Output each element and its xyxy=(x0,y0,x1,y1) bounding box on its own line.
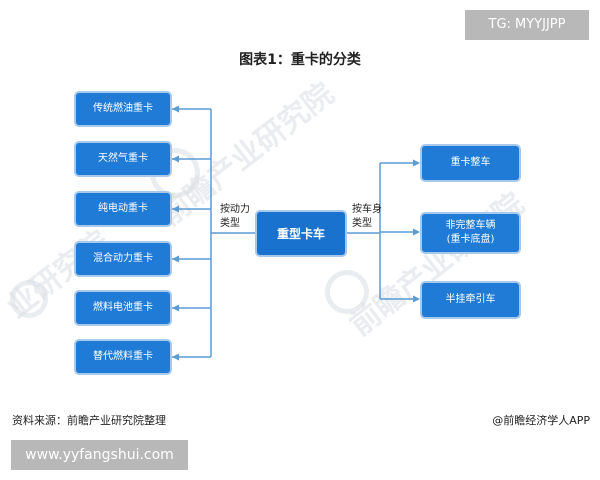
arrowhead-icon xyxy=(413,159,420,167)
arrowhead-icon xyxy=(172,205,179,213)
node-incomplete-vehicle: 非完整车辆 (重卡底盘) xyxy=(420,212,521,254)
watermark-logo-icon xyxy=(10,280,48,318)
node-electric-truck: 纯电动重卡 xyxy=(74,191,172,227)
source-note: 资料来源：前瞻产业研究院整理 xyxy=(12,414,166,427)
credit-note: @前瞻经济学人APP xyxy=(492,414,590,427)
arrowhead-icon xyxy=(172,105,179,113)
right-edge-label-line1: 按车身 xyxy=(352,204,382,215)
node-natural-gas-truck: 天然气重卡 xyxy=(74,141,172,177)
diagram-title: 图表1：重卡的分类 xyxy=(239,52,361,68)
left-edge-label: 按动力 类型 xyxy=(220,203,250,231)
left-edge-label-line2: 类型 xyxy=(220,218,240,229)
left-edge-label-line1: 按动力 xyxy=(220,204,250,215)
node-fuel-truck: 传统燃油重卡 xyxy=(74,91,172,127)
bottom-badge: www.yyfangshui.com xyxy=(11,440,188,470)
arrowhead-icon xyxy=(172,155,179,163)
arrowhead-icon xyxy=(413,295,420,303)
node-incomplete-vehicle-label: 非完整车辆 xyxy=(445,220,496,231)
right-edge-label-line2: 类型 xyxy=(352,218,372,229)
node-complete-truck: 重卡整车 xyxy=(420,144,521,182)
node-complete-truck-label: 重卡整车 xyxy=(450,157,491,168)
node-incomplete-vehicle-sublabel: (重卡底盘) xyxy=(446,234,495,245)
right-edge-label: 按车身 类型 xyxy=(352,203,382,231)
top-badge: TG: MYYJJPP xyxy=(465,10,589,40)
node-hybrid-truck: 混合动力重卡 xyxy=(74,241,172,277)
watermark-logo-icon xyxy=(325,270,369,314)
node-semi-tractor: 半挂牵引车 xyxy=(420,281,521,319)
arrowhead-icon xyxy=(413,228,420,236)
arrowhead-icon xyxy=(172,255,179,263)
node-heavy-truck: 重型卡车 xyxy=(255,210,347,257)
node-semi-tractor-label: 半挂牵引车 xyxy=(445,294,496,305)
node-fuel-cell-truck: 燃料电池重卡 xyxy=(74,290,172,326)
node-alternative-fuel-truck: 替代燃料重卡 xyxy=(74,339,172,375)
arrowhead-icon xyxy=(172,304,179,312)
arrowhead-icon xyxy=(172,353,179,361)
